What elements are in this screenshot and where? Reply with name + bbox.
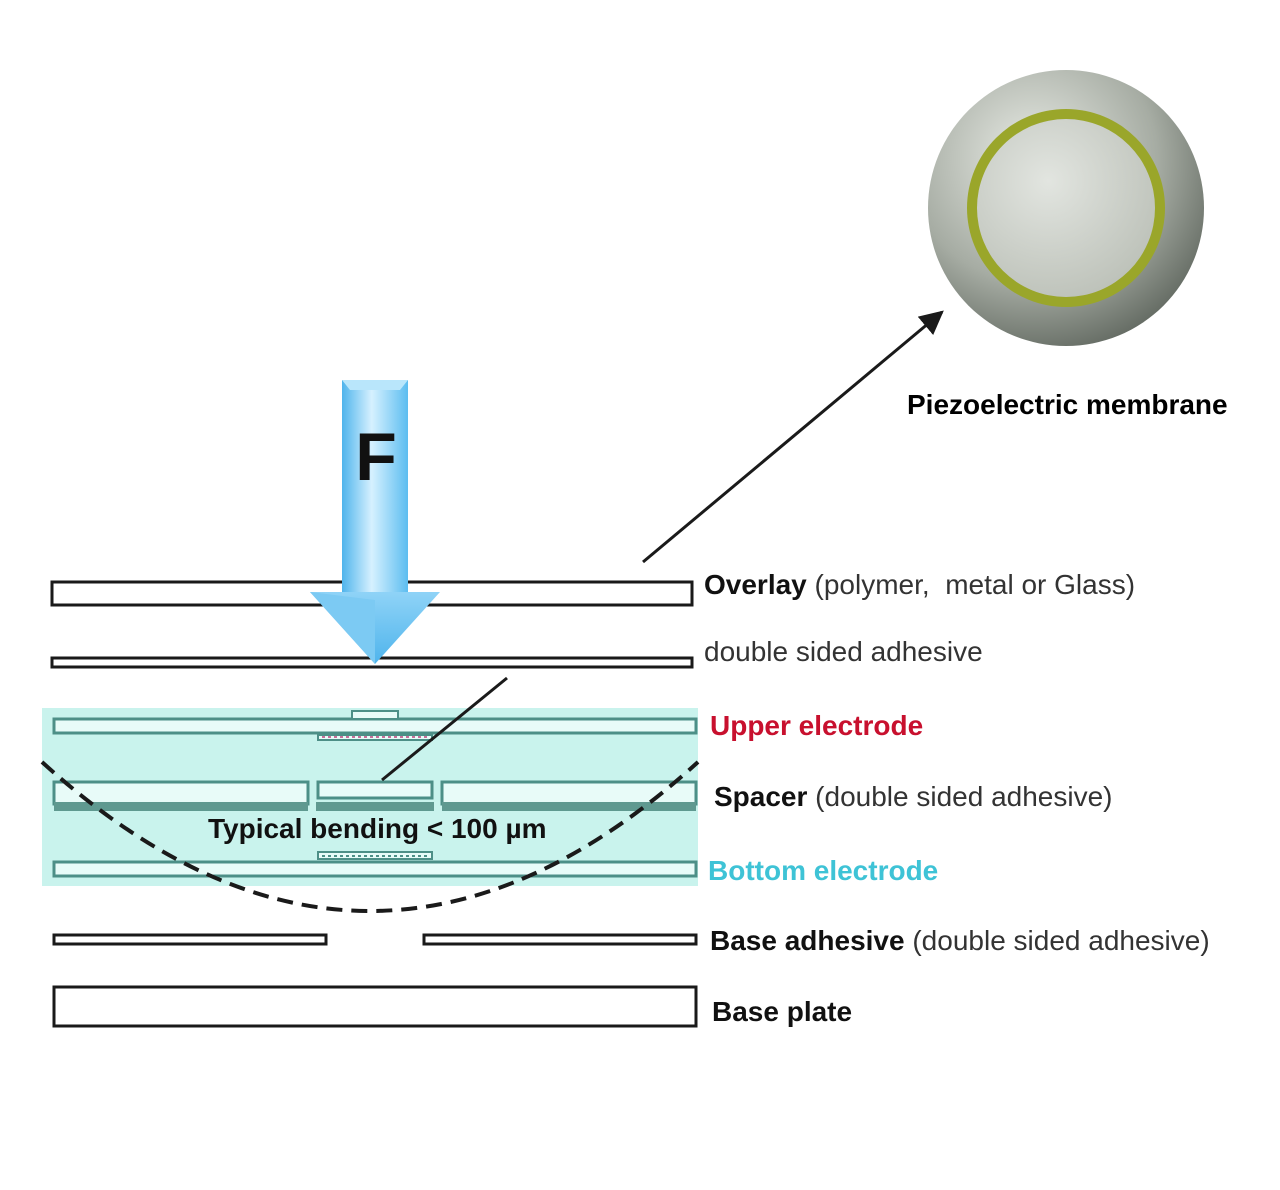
spacer-label: Spacer (double sided adhesive): [714, 781, 1113, 812]
force-arrow: [310, 380, 440, 664]
base-adhesive-detail: (double sided adhesive): [905, 925, 1210, 956]
base-plate-label: Base plate: [712, 996, 852, 1027]
upper-electrode-label: Upper electrode: [710, 710, 923, 741]
base-adhesive-layer: [52, 933, 698, 946]
bottom-electrode-label: Bottom electrode: [708, 855, 938, 886]
base-adhesive-name: Base adhesive: [710, 925, 905, 956]
overlay-label: Overlay (polymer, metal or Glass): [704, 569, 1135, 600]
spacer-name: Spacer: [714, 781, 807, 812]
spacer-detail: (double sided adhesive): [807, 781, 1112, 812]
base-plate-layer: [52, 985, 698, 1028]
membrane-label: Piezoelectric membrane: [907, 389, 1228, 420]
overlay-detail: (polymer, metal or Glass): [807, 569, 1135, 600]
base-adhesive-label: Base adhesive (double sided adhesive): [710, 925, 1210, 956]
membrane-pointer-arrow: [642, 310, 944, 564]
piezo-membrane-image: [928, 70, 1204, 346]
upper-electrode-layer: [52, 710, 698, 741]
bending-pointer-line: [381, 676, 508, 782]
overlay-name: Overlay: [704, 569, 807, 600]
force-label: F: [355, 419, 397, 495]
bending-note: Typical bending < 100 µm: [208, 813, 547, 844]
spacer-layer: [52, 780, 698, 811]
adhesive-label: double sided adhesive: [704, 636, 983, 667]
